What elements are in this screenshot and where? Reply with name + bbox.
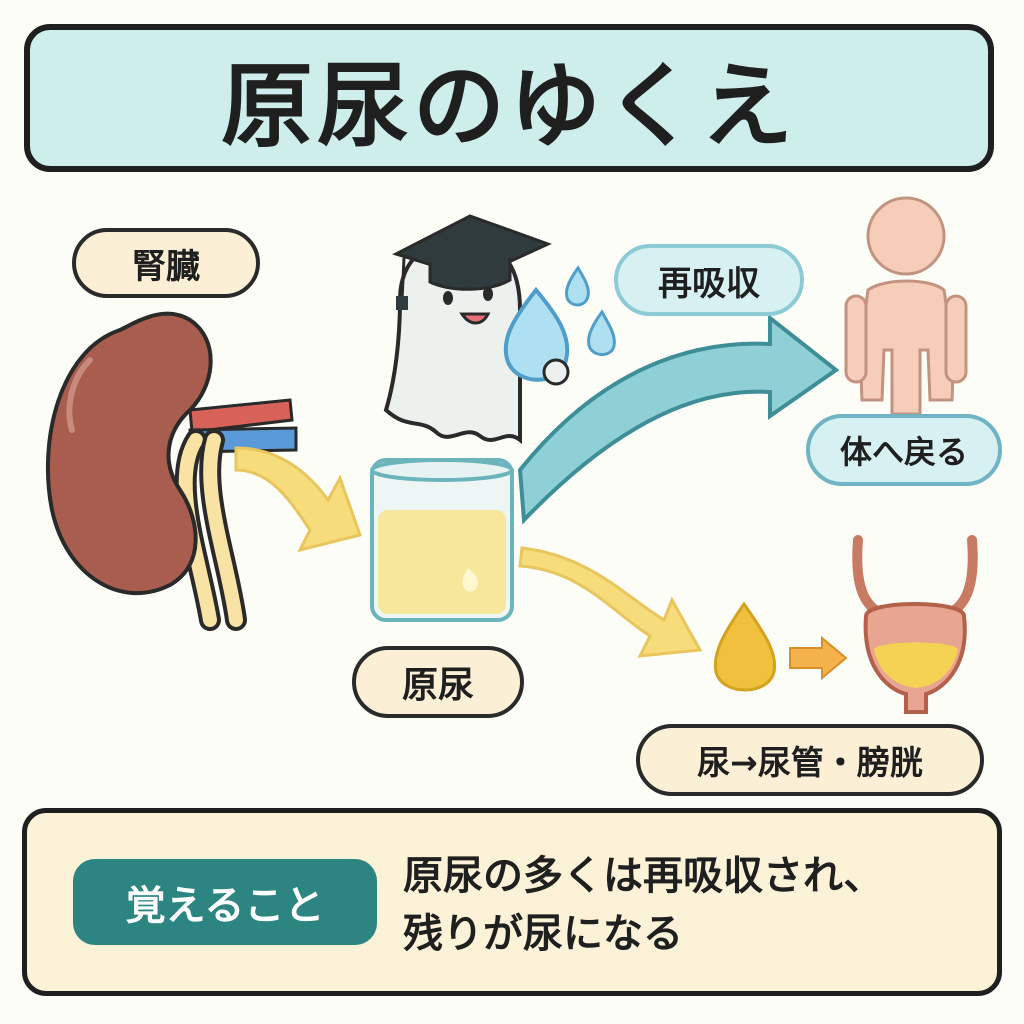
label-urine-path: 尿→尿管・膀胱 (636, 724, 984, 796)
label-return-to-body: 体へ戻る (806, 414, 1002, 486)
reabsorption-arrow (517, 313, 840, 525)
memo-line-2: 残りが尿になる (403, 911, 683, 957)
small-arrow (789, 635, 848, 681)
bladder-icon (852, 535, 978, 714)
beaker-icon (370, 458, 514, 622)
memo-panel: 覚えること 原尿の多くは再吸収され、 残りが尿になる (22, 808, 1002, 996)
page-title: 原尿のゆくえ (220, 52, 797, 160)
label-kidney: 腎臓 (72, 228, 260, 298)
memo-label: 覚えること (73, 859, 377, 945)
urine-arrow (518, 546, 703, 658)
urine-drop-icon (713, 601, 777, 692)
label-primary-urine: 原尿 (352, 646, 524, 718)
water-drop-icon (503, 265, 616, 386)
kidney-icon (45, 311, 298, 631)
memo-line-1: 原尿の多くは再吸収され、 (403, 853, 884, 899)
label-reabsorption: 再吸収 (614, 244, 804, 316)
graduation-ghost-icon (383, 214, 552, 445)
title-banner: 原尿のゆくえ (24, 24, 994, 172)
memo-text: 原尿の多くは再吸収され、 残りが尿になる (403, 847, 993, 963)
filtration-arrow (234, 446, 362, 553)
human-figure-icon (844, 196, 968, 416)
